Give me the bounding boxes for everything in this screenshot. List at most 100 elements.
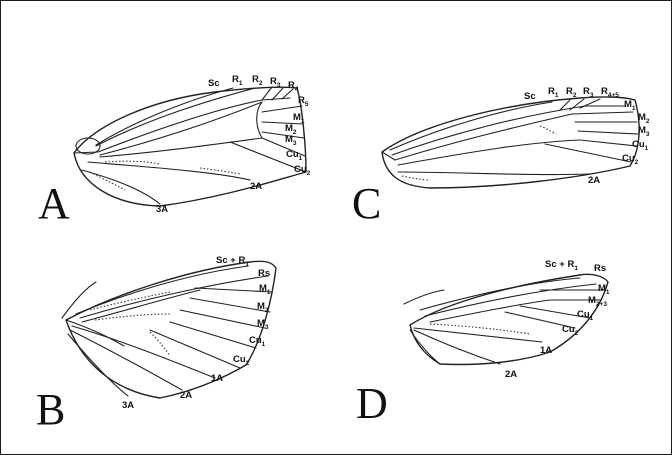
vein-a-r1 bbox=[95, 87, 256, 147]
vein-c-m3 bbox=[577, 130, 639, 135]
wing-b-outline bbox=[65, 260, 277, 399]
vein-a-cu2 bbox=[229, 141, 307, 173]
vein-d-cu1 bbox=[519, 305, 591, 319]
wing-b: Sc + R1 Rs M1 M2 M3 Cu1 Cu2 1A 2A 3A B bbox=[36, 255, 277, 434]
vein-a-radial-stem bbox=[97, 97, 291, 153]
vein-b-scr1 bbox=[75, 265, 249, 315]
vein-d-cell bbox=[429, 299, 551, 323]
panel-letter-a: A bbox=[38, 179, 70, 228]
label-b-2a: 2A bbox=[180, 390, 192, 401]
label-c-m3: M3 bbox=[638, 125, 650, 138]
label-a-m2: M2 bbox=[285, 123, 297, 136]
label-b-m1: M1 bbox=[259, 283, 271, 296]
label-b-m2: M2 bbox=[257, 301, 269, 314]
label-d-m23: M2+3 bbox=[588, 295, 607, 308]
label-b-1a: 1A bbox=[211, 373, 223, 384]
vein-d-rs bbox=[424, 283, 597, 317]
vein-b-rs bbox=[79, 275, 269, 319]
label-b-cu1: Cu1 bbox=[249, 335, 266, 348]
label-a-r4: R4 bbox=[288, 80, 299, 93]
vein-a-crossvein bbox=[256, 101, 263, 139]
vein-c-cu1 bbox=[579, 139, 638, 147]
vein-c-2a bbox=[397, 171, 591, 176]
label-c-sc: Sc bbox=[524, 91, 536, 102]
label-a-2a: 2A bbox=[250, 181, 262, 192]
vein-c-cu2 bbox=[544, 143, 632, 163]
vein-a-sc bbox=[95, 87, 234, 146]
vein-a-cell-upper bbox=[99, 101, 263, 156]
wing-a-outline bbox=[73, 86, 307, 207]
wing-d: Sc + R1 Rs M1 M2+3 Cu1 Cu2 1A 2A D bbox=[356, 259, 610, 428]
vein-d-costa-base bbox=[403, 289, 445, 305]
vein-c-cell-lower bbox=[397, 139, 581, 166]
wing-c-outline bbox=[381, 96, 640, 189]
label-c-cu1: Cu1 bbox=[632, 139, 649, 152]
panel-letter-d: D bbox=[356, 379, 388, 428]
label-a-m3: M3 bbox=[285, 134, 297, 147]
label-c-m1: M1 bbox=[624, 99, 636, 112]
vein-d-cu2 bbox=[504, 311, 576, 329]
vein-b-cu1 bbox=[169, 321, 257, 349]
label-c-r1: R1 bbox=[548, 86, 559, 99]
vein-b-2a bbox=[69, 329, 183, 391]
vein-a-2a bbox=[87, 161, 251, 181]
label-b-scr1: Sc + R1 bbox=[216, 255, 249, 268]
panel-letter-b: B bbox=[36, 385, 65, 434]
label-d-scr1: Sc + R1 bbox=[545, 259, 578, 272]
vein-d-dotted-1 bbox=[429, 323, 531, 335]
wing-a: Sc R1 R2 R3 R4 R5 M1 M2 M3 Cu1 Cu2 2A 3A… bbox=[38, 74, 311, 228]
vein-a-m1 bbox=[261, 105, 303, 113]
vein-b-3a bbox=[67, 333, 129, 397]
label-a-3a: 3A bbox=[156, 204, 168, 215]
label-a-cu1: Cu1 bbox=[286, 149, 303, 162]
vein-a-r3 bbox=[271, 87, 284, 101]
label-c-2a: 2A bbox=[588, 175, 600, 186]
vein-b-cell bbox=[81, 289, 201, 323]
vein-c-base bbox=[381, 151, 396, 161]
panel-letter-c: C bbox=[352, 179, 381, 228]
vein-b-m3 bbox=[179, 309, 266, 329]
wing-c: Sc R1 R2 R3 R4+5 M1 M2 M3 Cu1 Cu2 2A C bbox=[352, 86, 650, 228]
label-a-r3: R3 bbox=[270, 76, 281, 89]
vein-a-m3 bbox=[261, 131, 305, 139]
label-b-3a: 3A bbox=[122, 400, 134, 411]
label-c-r45: R4+5 bbox=[601, 86, 619, 99]
vein-c-sc bbox=[389, 101, 553, 151]
vein-a-dotted-3 bbox=[199, 167, 241, 175]
label-a-r2: R2 bbox=[252, 74, 263, 87]
vein-c-r1 bbox=[559, 99, 571, 111]
vein-d-1a bbox=[413, 327, 543, 343]
vein-a-m2 bbox=[261, 121, 304, 125]
vein-a-cell-lower bbox=[99, 137, 263, 158]
vein-d-scr1 bbox=[419, 277, 581, 311]
label-c-r3: R3 bbox=[583, 86, 594, 99]
vein-a-base bbox=[73, 151, 99, 154]
vein-a-r2 bbox=[261, 86, 273, 101]
label-d-cu1: Cu1 bbox=[577, 309, 594, 322]
vein-b-costa-base bbox=[61, 281, 97, 319]
vein-c-dotted-2 bbox=[401, 175, 431, 181]
vein-a-dotted-2 bbox=[89, 171, 126, 191]
label-a-r5: R5 bbox=[298, 95, 309, 108]
vein-c-r3 bbox=[579, 98, 601, 109]
label-d-m1: M1 bbox=[598, 283, 610, 296]
label-d-rs: Rs bbox=[594, 263, 606, 274]
label-b-cu2: Cu2 bbox=[233, 354, 250, 367]
label-a-sc: Sc bbox=[208, 78, 220, 89]
label-d-cu2: Cu2 bbox=[562, 324, 579, 337]
vein-d-3a bbox=[409, 329, 441, 365]
label-b-rs: Rs bbox=[258, 268, 270, 279]
vein-b-dotted-2 bbox=[94, 313, 171, 321]
vein-c-cell-upper bbox=[394, 113, 573, 161]
vein-b-m2 bbox=[189, 297, 271, 313]
vein-d-2a bbox=[413, 329, 501, 365]
vein-b-jugal bbox=[65, 319, 125, 347]
vein-c-m1 bbox=[571, 111, 634, 115]
label-a-cu2: Cu2 bbox=[294, 164, 311, 177]
label-a-r1: R1 bbox=[232, 74, 243, 87]
vein-c-r-stem bbox=[391, 105, 586, 156]
label-c-cu2: Cu2 bbox=[622, 153, 639, 166]
vein-b-dotted-3 bbox=[149, 331, 171, 357]
